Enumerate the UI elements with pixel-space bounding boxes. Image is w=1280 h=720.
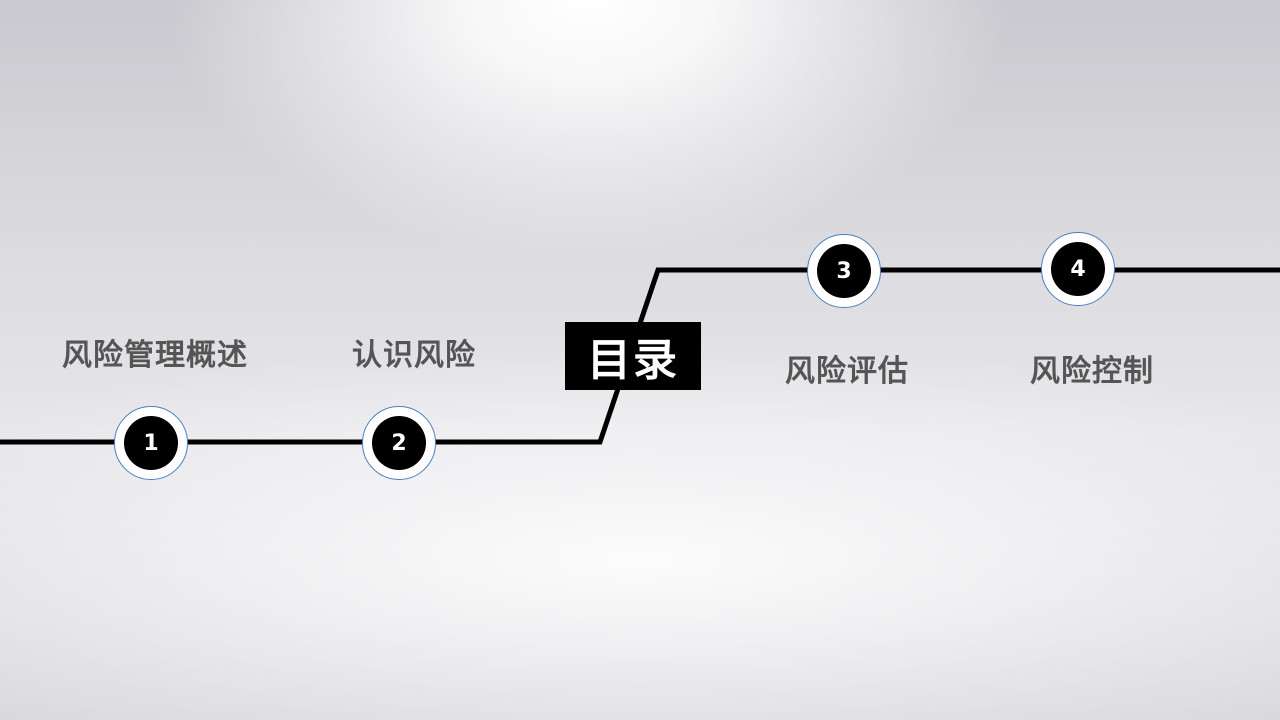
item-label-3: 风险评估 [785, 354, 909, 389]
timeline-node-3[interactable]: 3 [807, 234, 881, 308]
node-number-1: 1 [124, 416, 178, 470]
timeline-node-2[interactable]: 2 [362, 406, 436, 480]
timeline-node-1[interactable]: 1 [114, 406, 188, 480]
title-box: 目录 [565, 322, 701, 390]
node-number-4: 4 [1051, 242, 1105, 296]
item-label-2: 认识风险 [352, 338, 476, 373]
node-number-3: 3 [817, 244, 871, 298]
page-title: 目录 [587, 335, 679, 386]
item-label-4: 风险控制 [1030, 354, 1154, 389]
node-number-2: 2 [372, 416, 426, 470]
timeline-node-4[interactable]: 4 [1041, 232, 1115, 306]
item-label-1: 风险管理概述 [62, 338, 248, 373]
